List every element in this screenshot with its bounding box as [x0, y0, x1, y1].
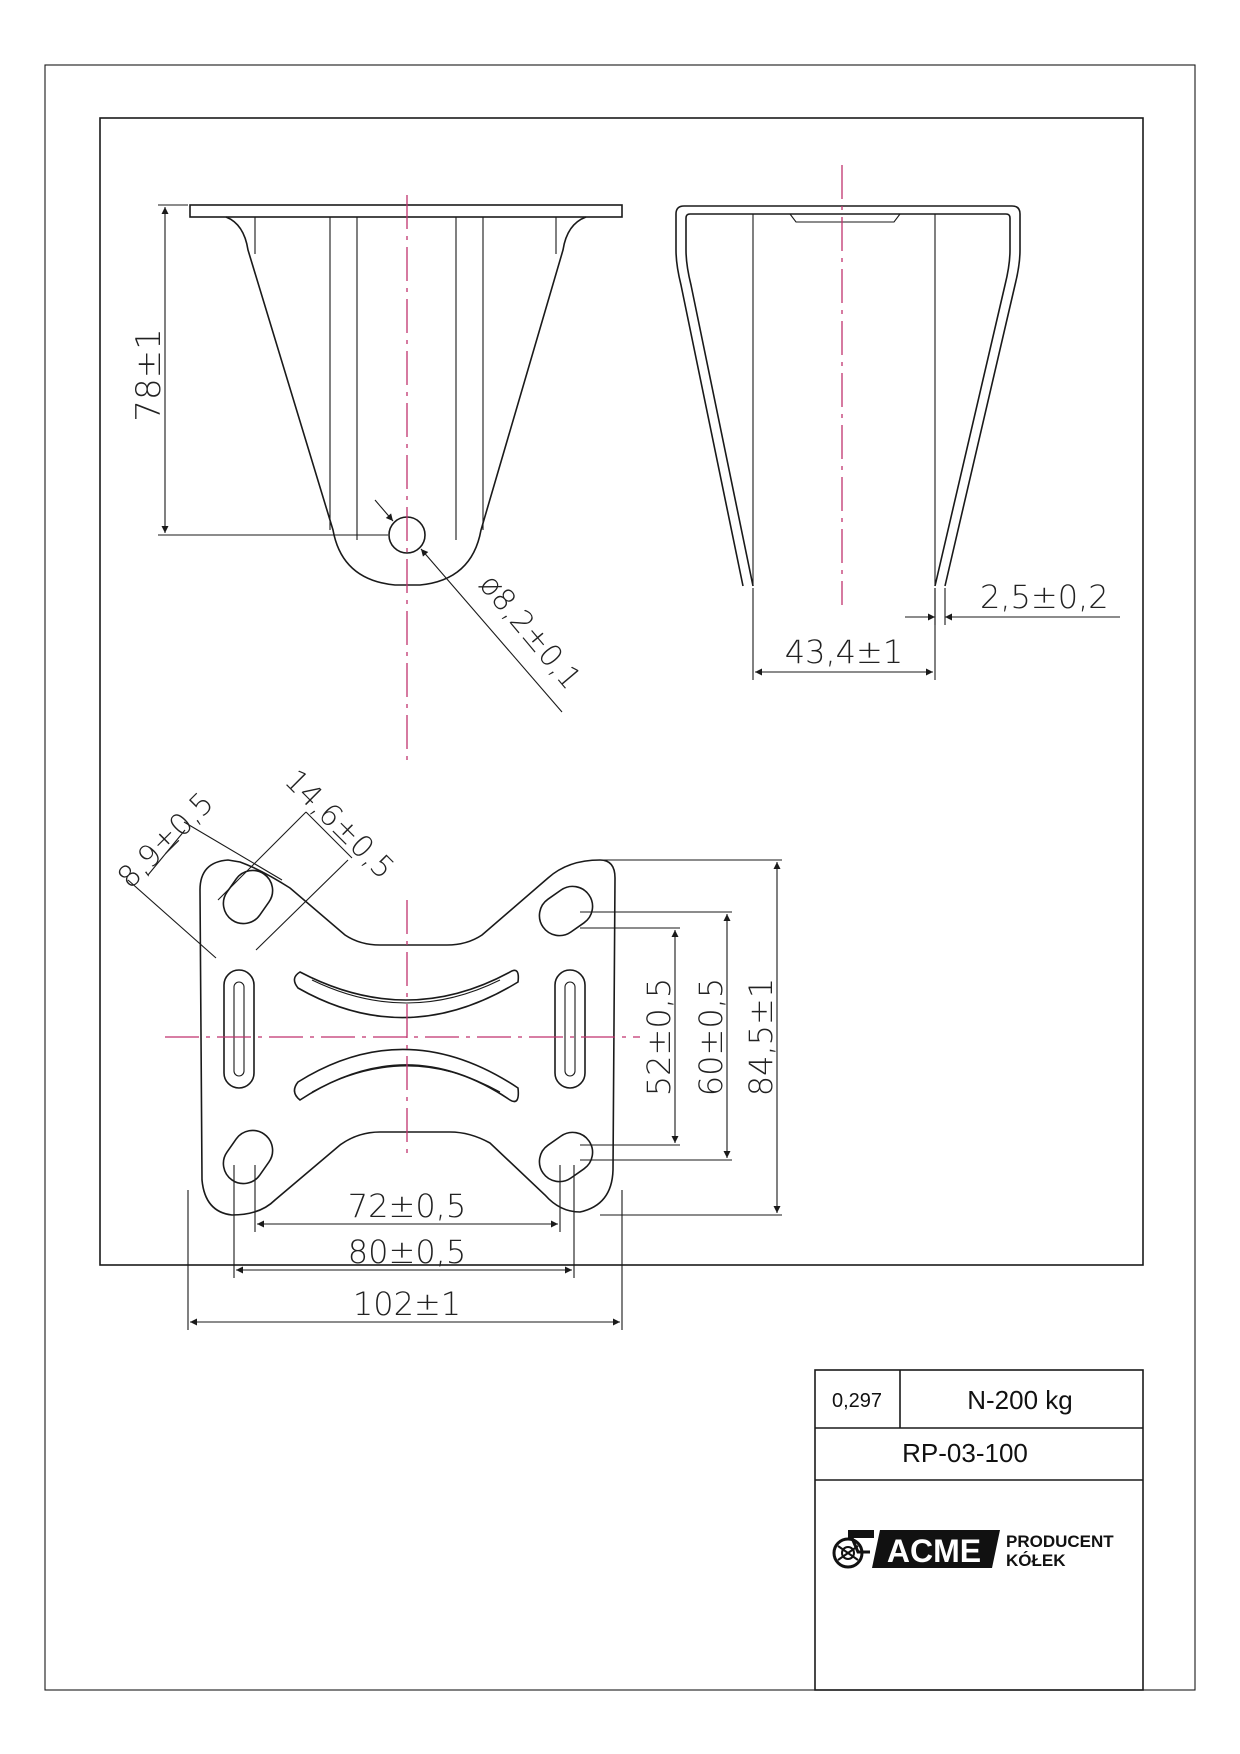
thickness-dim-label: 2,5±0,2	[980, 578, 1109, 616]
front-view: 78±1 ø8,2±0,1	[129, 195, 623, 760]
side-view: 2,5±0,2 43,4±1	[675, 165, 1120, 680]
front-flange	[189, 204, 623, 218]
plate-outline	[199, 859, 616, 1216]
hole-dim-label: ø8,2±0,1	[472, 568, 588, 697]
mounting-slot-top-right	[538, 885, 594, 937]
side-bracket-outline	[675, 205, 1021, 587]
slot-width-dim-label: 8,9±0,5	[111, 786, 221, 896]
curved-slot-upper	[293, 969, 520, 1019]
width-dim-label: 43,4±1	[785, 633, 903, 671]
plate-view: 8,9±0,5 14,6±0,5 52±0,5 60±0,5 84,5±1 72…	[111, 763, 782, 1330]
brand-tagline-line1: PRODUCENT	[1006, 1532, 1114, 1551]
inner-border	[99, 117, 1144, 1266]
mid-height-dim-label: 60±0,5	[692, 978, 730, 1096]
mounting-slot-bottom-left	[222, 1129, 274, 1185]
acme-logo: ACME PRODUCENT KÓŁEK	[832, 1530, 1114, 1570]
height-dim-label: 78±1	[129, 328, 169, 421]
load-rating: N-200 kg	[967, 1385, 1073, 1415]
hole-dim-leader	[420, 548, 563, 713]
brand-tagline-line2: KÓŁEK	[1006, 1551, 1066, 1570]
outer-border	[44, 64, 1196, 1691]
part-number: RP-03-100	[902, 1438, 1028, 1468]
inner-height-dim-label: 52±0,5	[640, 978, 678, 1096]
weight-value: 0,297	[832, 1390, 882, 1412]
mounting-slot-top-left	[222, 869, 274, 925]
outer-height-dim-label: 84,5±1	[742, 978, 780, 1096]
front-bracket-outline	[225, 216, 587, 586]
caster-wheel-icon	[832, 1530, 874, 1569]
inner-width-dim-label: 72±0,5	[348, 1187, 466, 1225]
mid-width-dim-label: 80±0,5	[348, 1233, 466, 1271]
outer-width-dim-label: 102±1	[353, 1285, 461, 1323]
vertical-slot-left	[223, 969, 255, 1089]
front-inner-lines	[254, 217, 557, 540]
side-bracket-inner	[685, 213, 1011, 587]
mounting-slot-bottom-right	[538, 1131, 594, 1183]
slot-length-dim-label: 14,6±0,5	[277, 763, 401, 887]
side-top-slot	[789, 213, 901, 223]
vertical-slot-right	[554, 969, 586, 1089]
brand-name: ACME	[887, 1533, 981, 1569]
title-block: 0,297 N-200 kg RP-03-100 ACME PRODUCENT …	[814, 1369, 1144, 1691]
